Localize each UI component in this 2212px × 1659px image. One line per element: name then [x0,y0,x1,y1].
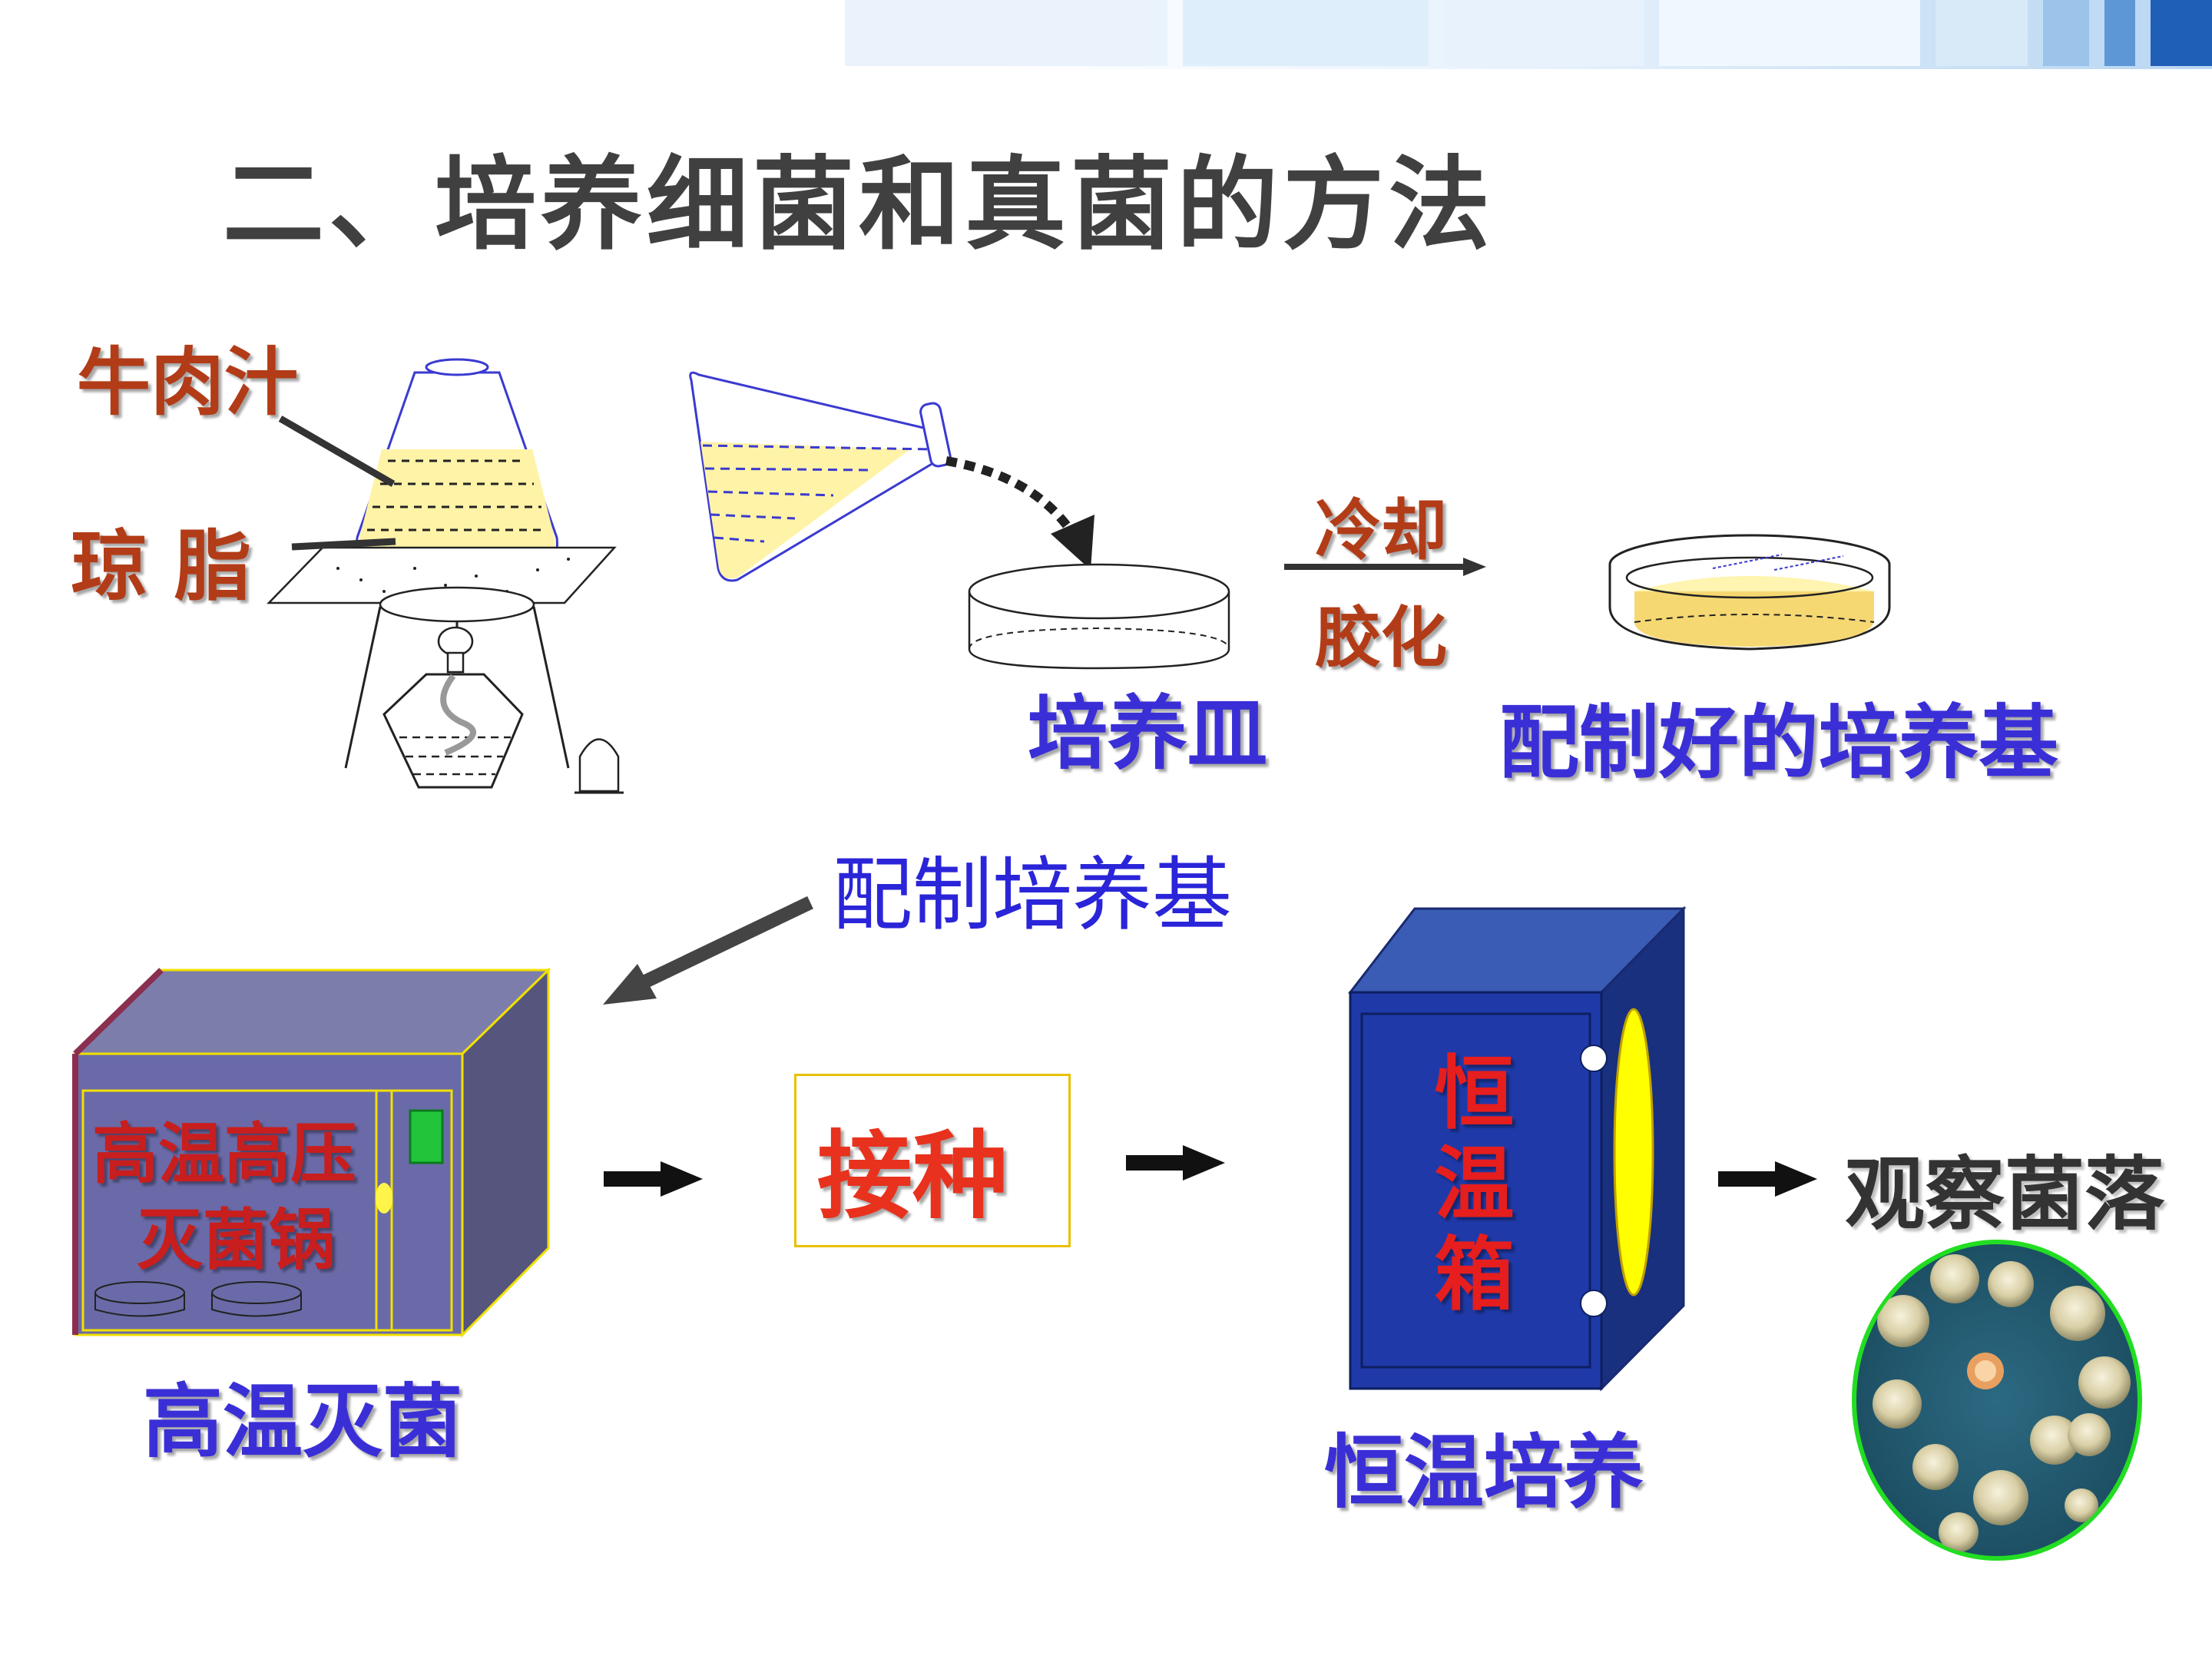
beef-broth-label: 牛肉汁 [77,339,298,426]
prepared-medium-dish [1608,534,1891,651]
pouring-flask [689,371,1094,582]
flow-arrow-3 [1718,1161,1817,1197]
inoculate-label: 接种 [817,1121,1008,1232]
petri-dish-label: 培养皿 [1028,687,1268,780]
colony-photo [1852,1240,2142,1561]
autoclave-label-line1: 高温高压 [92,1116,356,1193]
prepare-arrow [623,896,813,998]
autoclave [72,967,551,1338]
cool-label: 冷却 [1315,492,1447,569]
header-banner [0,0,2212,69]
petri-dish [968,563,1230,670]
page-title: 二、培养细菌和真菌的方法 [223,146,1495,264]
incubator [1347,906,1687,1392]
incubator-label: 恒温箱 [1420,1051,1514,1323]
agar-label: 琼 脂 [71,522,251,611]
inoculate-box [794,1074,1071,1247]
prepare-medium-label: 配制培养基 [833,848,1233,942]
observe-label: 观察菌落 [1845,1147,2165,1241]
flow-arrow-2 [1126,1145,1225,1181]
heated-flask [267,358,624,794]
autoclave-label-line2: 灭菌锅 [137,1202,335,1279]
sterilize-label: 高温灭菌 [143,1375,463,1469]
flow-arrow-1 [604,1161,703,1197]
incubate-label: 恒温培养 [1324,1426,1644,1519]
gel-label: 胶化 [1315,600,1447,677]
prepared-medium-label: 配制好的培养基 [1499,696,2059,790]
